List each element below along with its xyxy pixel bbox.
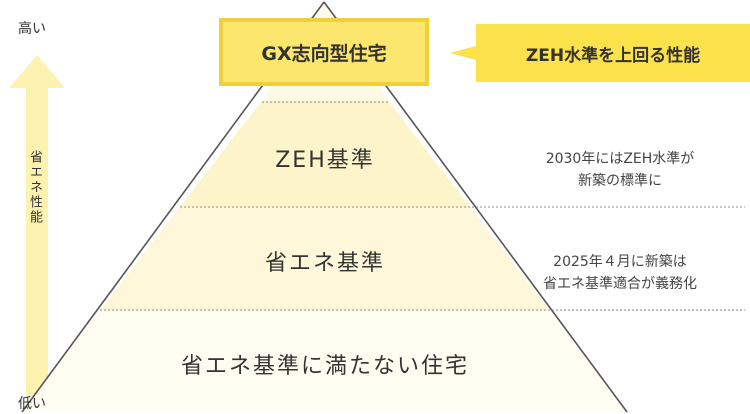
axis-title: 省エネ性能 [27, 150, 42, 225]
tier-label-zeh: ZEH基準 [275, 148, 375, 173]
axis-high-label: 高い [18, 21, 46, 37]
callout-shape [450, 24, 750, 82]
tier-label-below: 省エネ基準に満たない住宅 [180, 354, 469, 379]
tier-zeh-fill [180, 102, 470, 207]
tier-below-fill [22, 310, 627, 412]
tier-label-gx: GX志向型住宅 [261, 42, 387, 65]
performance-arrow [9, 55, 65, 396]
note-2030-line2: 新築の標準に [578, 173, 662, 189]
top-tier-box [219, 18, 429, 86]
note-2030: 2030年にはZEH水準が 新築の標準に [510, 148, 730, 192]
note-2025: 2025年４月に新築は 省エネ基準適合が義務化 [510, 251, 730, 295]
tier-sho-ene-fill [100, 207, 549, 310]
note-2030-line1: 2030年にはZEH水準が [545, 151, 695, 167]
axis-low-label: 低い [18, 396, 46, 412]
note-2025-line2: 省エネ基準適合が義務化 [543, 276, 697, 292]
callout-text: ZEH水準を上回る性能 [525, 45, 701, 66]
note-2025-line1: 2025年４月に新築は [553, 254, 687, 270]
tier-label-sho-ene: 省エネ基準 [264, 251, 385, 276]
